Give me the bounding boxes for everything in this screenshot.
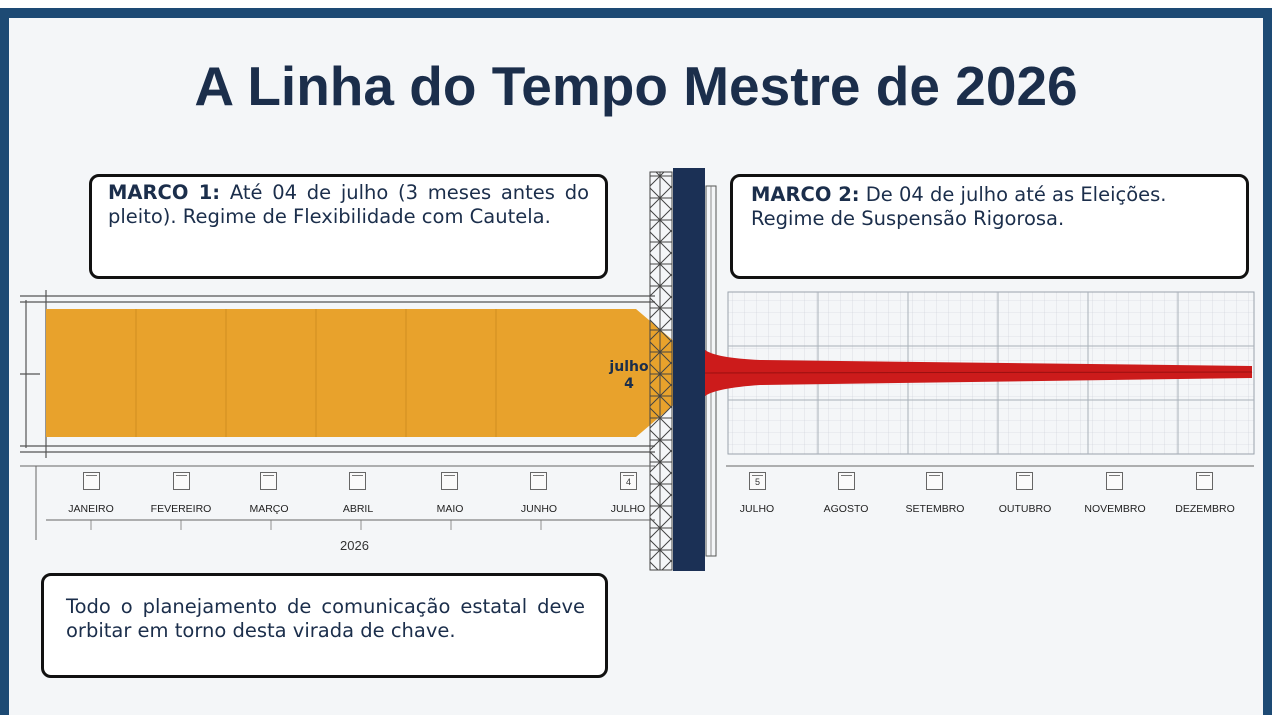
year-label: 2026 bbox=[340, 538, 369, 553]
frame-top-bar bbox=[0, 8, 1272, 18]
planning-note-callout: Todo o planejamento de comunicação estat… bbox=[41, 573, 608, 678]
axis-ticks bbox=[90, 520, 542, 530]
calendar-icon: 4 bbox=[620, 472, 637, 490]
marker-day: 4 bbox=[624, 376, 634, 392]
wall-core bbox=[673, 168, 705, 571]
month-label: AGOSTO bbox=[823, 503, 869, 515]
month-label: SETEMBRO bbox=[905, 503, 965, 515]
marker-month: julho bbox=[609, 359, 649, 375]
milestone-1-label: MARCO 1: bbox=[108, 181, 221, 204]
month-label: MAIO bbox=[436, 503, 464, 515]
frame-left-bar bbox=[0, 8, 9, 715]
calendar-icon: 5 bbox=[749, 472, 766, 490]
switch-date-marker: julho 4 bbox=[604, 359, 654, 393]
month-label: JANEIRO bbox=[68, 503, 114, 515]
calendar-icon bbox=[530, 472, 547, 490]
planning-note-text: Todo o planejamento de comunicação estat… bbox=[66, 595, 585, 642]
calendar-icon bbox=[1016, 472, 1033, 490]
calendar-icon bbox=[173, 472, 190, 490]
milestone-2-label: MARCO 2: bbox=[751, 183, 860, 206]
milestone-1-callout: MARCO 1: Até 04 de julho (3 meses antes … bbox=[89, 174, 608, 279]
calendar-icon bbox=[83, 472, 100, 490]
top-margin bbox=[0, 0, 1272, 8]
milestone-2-text: De 04 de julho até as Eleições. Regime d… bbox=[751, 183, 1167, 230]
month-label: NOVEMBRO bbox=[1084, 503, 1146, 515]
page-title: A Linha do Tempo Mestre de 2026 bbox=[194, 55, 1078, 117]
frame-right-bar bbox=[1263, 8, 1272, 715]
calendar-icon bbox=[1196, 472, 1213, 490]
wall-hatch-left bbox=[649, 171, 673, 571]
month-label: JULHO bbox=[739, 503, 775, 515]
milestone-2-callout: MARCO 2: De 04 de julho até as Eleições.… bbox=[730, 174, 1249, 279]
month-label: JUNHO bbox=[520, 503, 558, 515]
orange-band-dividers bbox=[135, 309, 497, 437]
calendar-icon bbox=[349, 472, 366, 490]
month-label: FEVEREIRO bbox=[150, 503, 212, 515]
calendar-icon bbox=[838, 472, 855, 490]
month-label: MARÇO bbox=[249, 503, 289, 515]
calendar-icon bbox=[441, 472, 458, 490]
calendar-icon bbox=[926, 472, 943, 490]
month-label: ABRIL bbox=[342, 503, 374, 515]
timeline-axis bbox=[20, 465, 1254, 540]
month-label: OUTUBRO bbox=[998, 503, 1052, 515]
calendar-icon bbox=[260, 472, 277, 490]
month-label: JULHO bbox=[610, 503, 646, 515]
calendar-icon bbox=[1106, 472, 1123, 490]
milestone-1-text: Até 04 de julho (3 meses antes do pleito… bbox=[108, 181, 589, 228]
orange-period-band bbox=[46, 309, 676, 437]
month-label: DEZEMBRO bbox=[1175, 503, 1235, 515]
